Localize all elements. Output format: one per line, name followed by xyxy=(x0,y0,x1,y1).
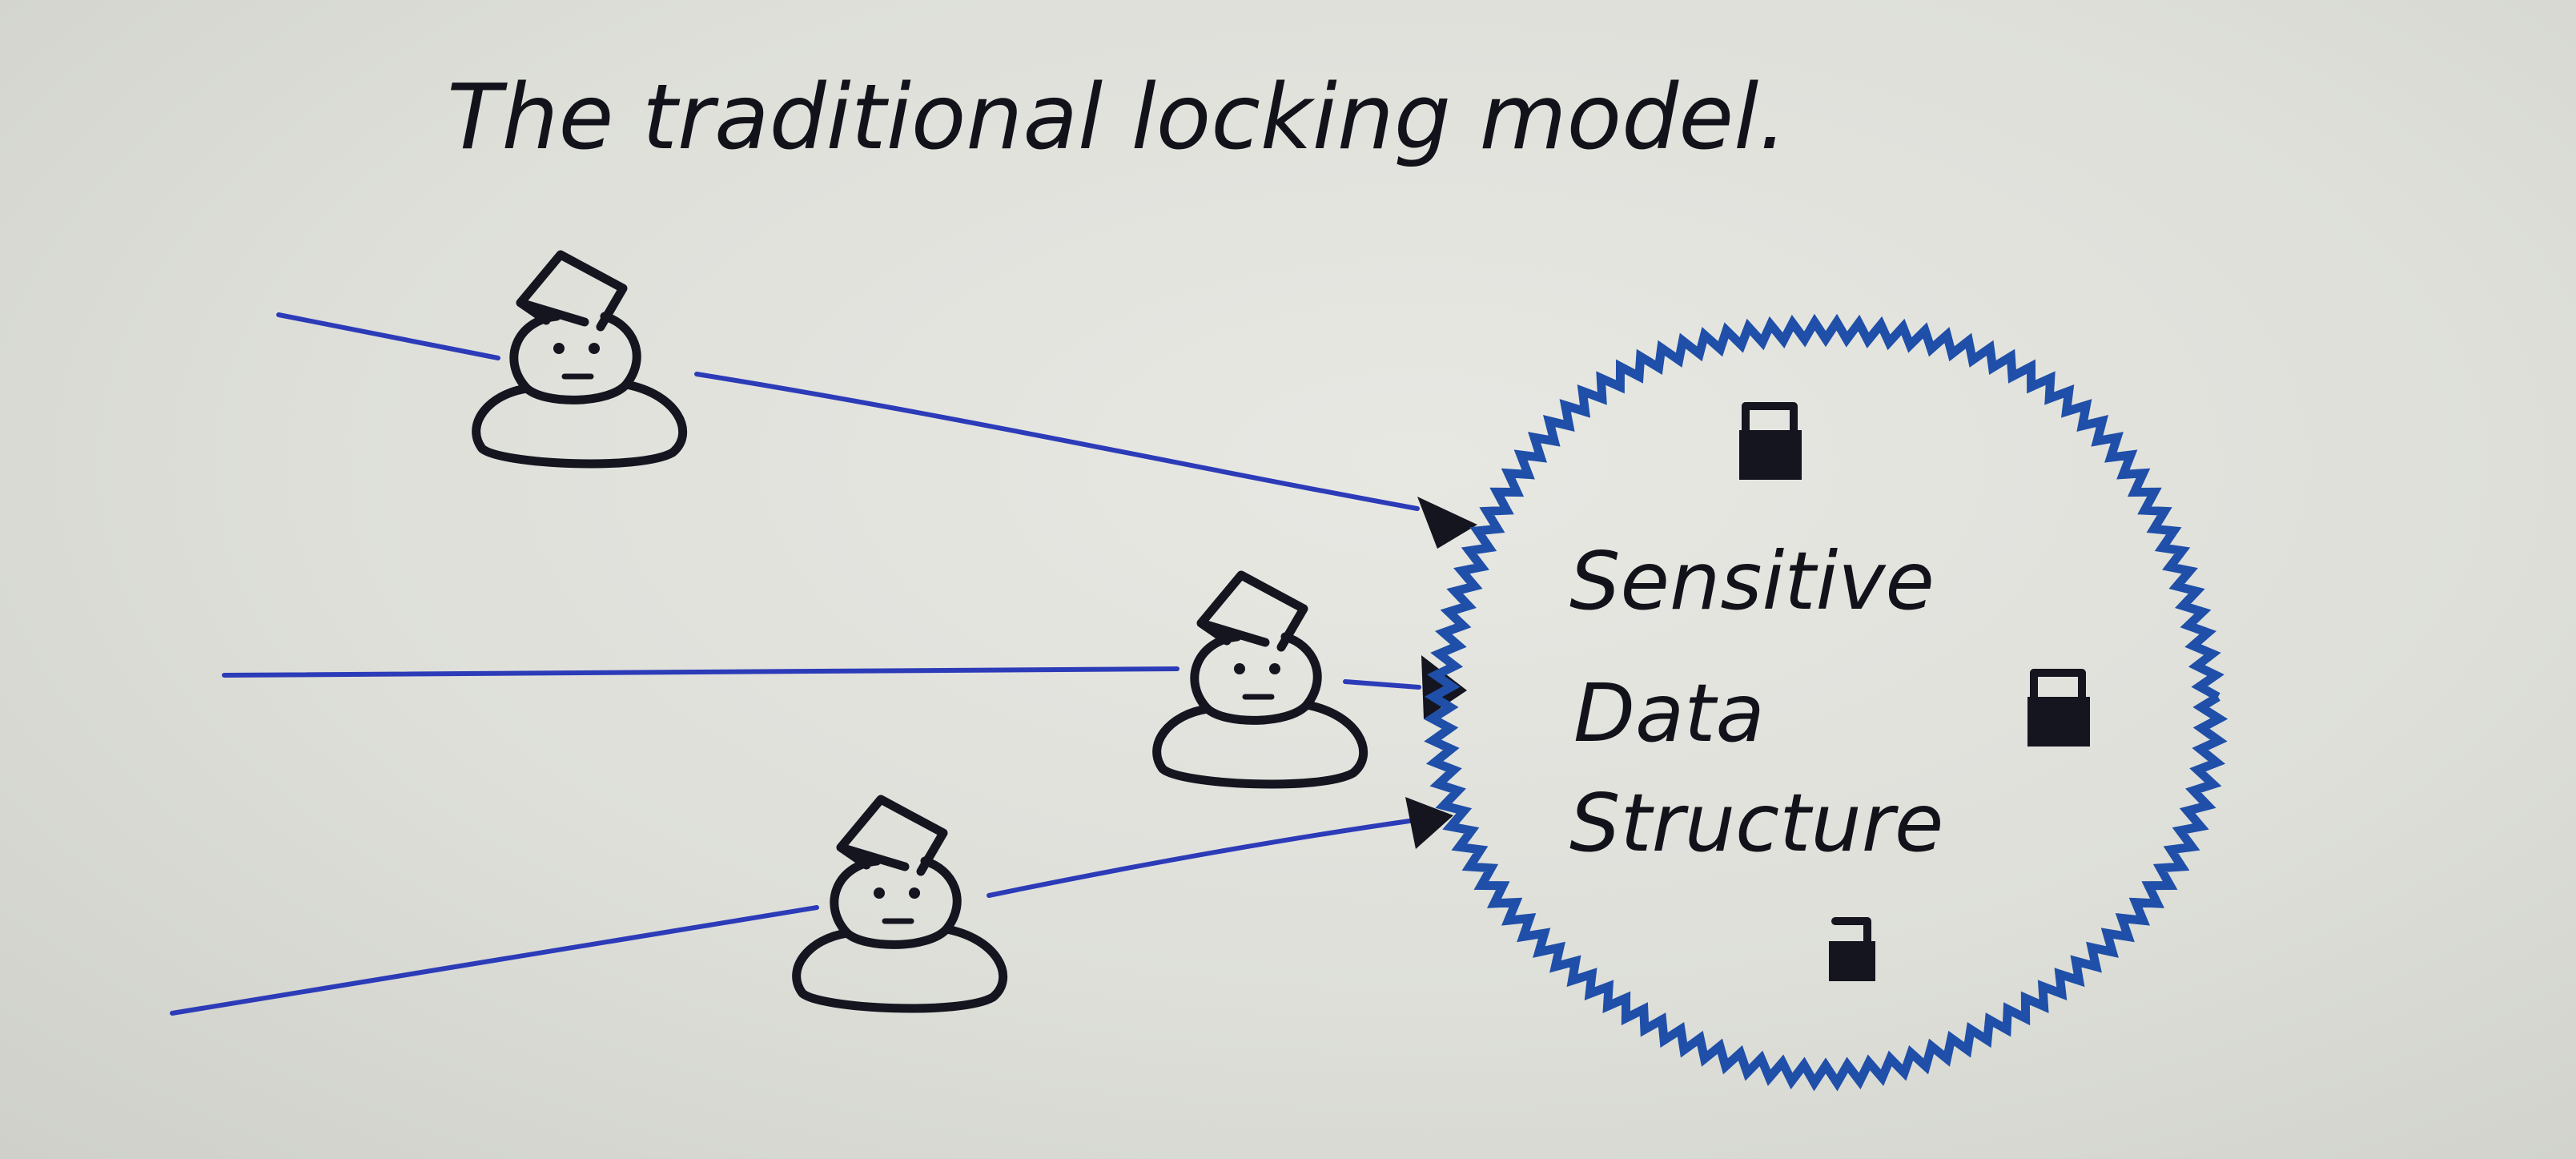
data-structure-label-line1: Sensitive xyxy=(1569,534,1935,628)
thread-line-1-in xyxy=(276,312,500,360)
lock-icon xyxy=(1829,917,1875,981)
thread-figure-icon xyxy=(1152,570,1368,789)
data-structure-label-line2: Data xyxy=(1573,666,1765,760)
diagram-title: The traditional locking model. xyxy=(447,66,1787,170)
thread-line-3-in xyxy=(170,905,819,1016)
arrowhead-icon xyxy=(1417,497,1477,549)
thread-line-3-out xyxy=(987,819,1412,898)
lock-icon xyxy=(2027,669,2090,747)
thread-line-2-in xyxy=(222,666,1179,678)
thread-line-2-out xyxy=(1343,679,1421,690)
data-structure-label-line3: Structure xyxy=(1569,776,1943,870)
data-structure-boundary xyxy=(1423,313,2228,1092)
lock-icon xyxy=(1739,402,1802,480)
thread-figure-icon xyxy=(472,250,688,469)
thread-line-1-out xyxy=(694,372,1420,511)
thread-figure-icon xyxy=(792,795,1008,1013)
arrowhead-icon xyxy=(1405,797,1453,849)
